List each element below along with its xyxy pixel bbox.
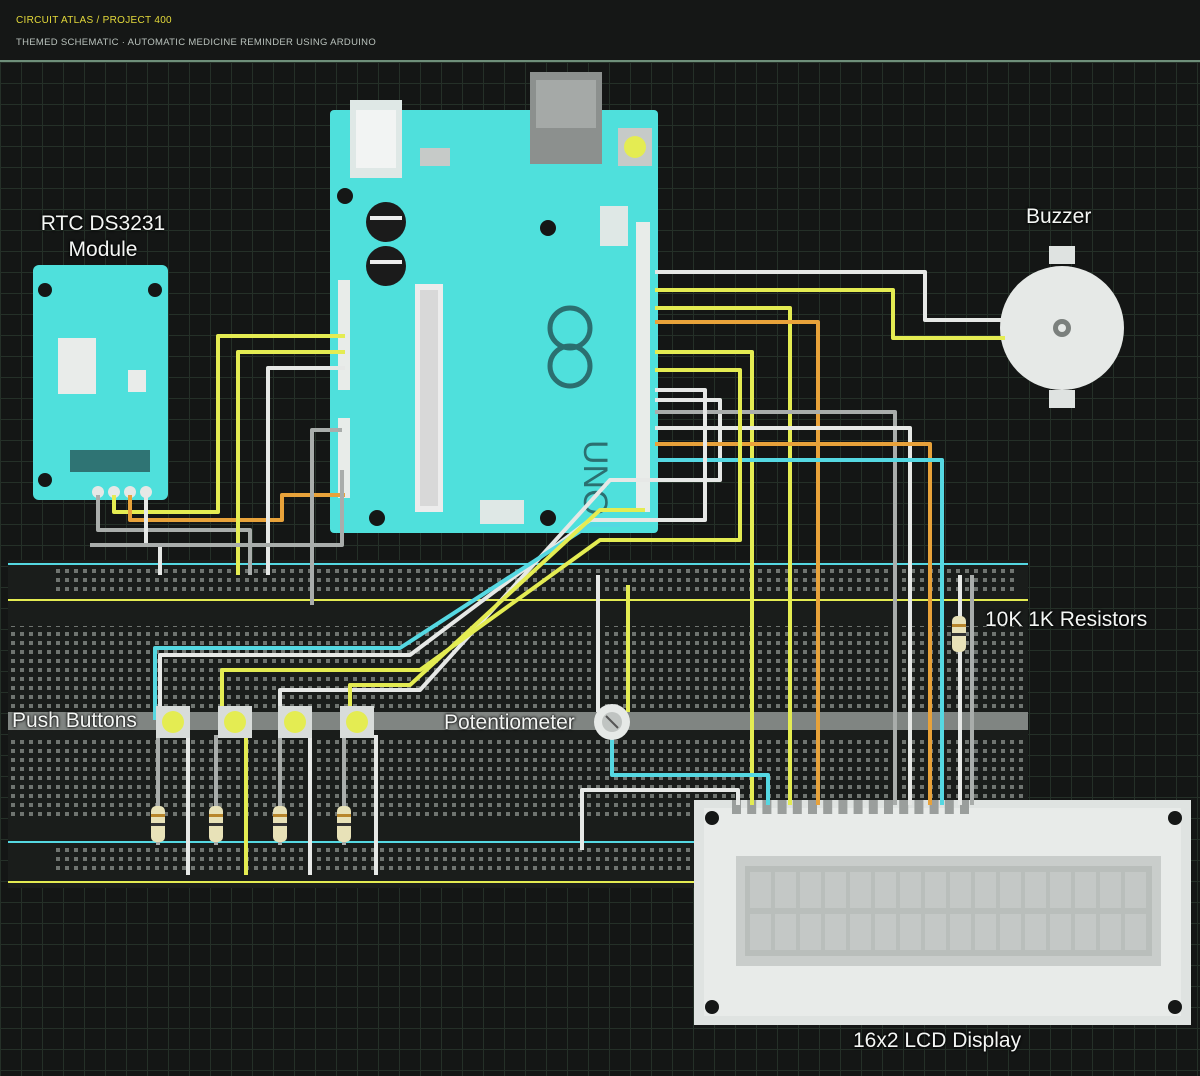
lcd-pin xyxy=(762,800,772,814)
lcd-cell xyxy=(1100,872,1121,908)
lcd-pin xyxy=(823,800,833,814)
lcd-cell xyxy=(925,872,946,908)
lcd-pin xyxy=(929,800,939,814)
lcd-cell xyxy=(925,914,946,950)
lcd-cell xyxy=(1100,914,1121,950)
lcd-cell xyxy=(775,914,796,950)
lcd-cell xyxy=(875,872,896,908)
wire-gnd-rtc xyxy=(90,470,344,547)
lcd-cell xyxy=(975,872,996,908)
wire-btn4 xyxy=(348,508,645,720)
lcd-cell xyxy=(1025,914,1046,950)
lcd-cell xyxy=(825,914,846,950)
lcd-cell xyxy=(950,872,971,908)
wire-lcd-vss xyxy=(580,788,740,850)
wire-rtc-5v xyxy=(236,350,345,575)
lcd-cell xyxy=(1050,914,1071,950)
lcd-cell xyxy=(750,914,771,950)
wire-rtc-vcc xyxy=(112,334,345,514)
lcd-cell xyxy=(950,914,971,950)
wire-lcd-d7 xyxy=(655,306,792,805)
push-buttons xyxy=(156,706,374,738)
lcd-pin xyxy=(960,800,969,814)
lcd-pin xyxy=(884,800,893,814)
lcd-pin xyxy=(868,800,878,814)
lcd-pin xyxy=(792,800,802,814)
lcd-pin xyxy=(914,800,924,814)
push-button-3 xyxy=(278,706,312,738)
potentiometer xyxy=(594,704,630,740)
page-subtitle: THEMED SCHEMATIC · AUTOMATIC MEDICINE RE… xyxy=(16,37,377,48)
wire-buzzer-neg xyxy=(655,270,1005,322)
buzzer-label: Buzzer xyxy=(1026,205,1092,228)
wires xyxy=(90,270,1005,875)
wire-lcd-d4 xyxy=(655,410,897,805)
resistors-label: 10K 1K Resistors xyxy=(985,608,1148,631)
rtc-label: RTC DS3231 Module xyxy=(28,212,178,262)
lcd-cell xyxy=(775,872,796,908)
potentiometer-label: Potentiometer xyxy=(444,711,575,734)
lcd-pin xyxy=(747,800,757,814)
wire-btn1 xyxy=(153,523,620,720)
lcd-cell xyxy=(1000,914,1021,950)
wire-btn2 xyxy=(220,368,742,720)
lcd-pin xyxy=(808,800,817,814)
push-button-2 xyxy=(218,706,252,738)
lcd-cell xyxy=(1125,872,1146,908)
lcd-header-pins xyxy=(732,800,969,814)
lcd-cell xyxy=(1125,914,1146,950)
lcd-cell xyxy=(900,872,921,908)
wire-lcd-d5 xyxy=(655,350,754,805)
lcd-cell xyxy=(850,872,871,908)
push-button-1 xyxy=(156,706,190,738)
lcd-label: 16x2 LCD Display xyxy=(853,1029,1022,1052)
lcd-pin xyxy=(944,800,954,814)
lcd-cell xyxy=(1025,872,1046,908)
button-resistors xyxy=(151,616,966,842)
lcd-cell xyxy=(825,872,846,908)
wire-rtc-sq xyxy=(266,366,345,575)
buzzer xyxy=(1000,246,1124,408)
lcd-cell xyxy=(1075,872,1096,908)
lcd-cell xyxy=(1075,914,1096,950)
lcd-pin xyxy=(777,800,787,814)
breadcrumb: CIRCUIT ATLAS / PROJECT 400 xyxy=(16,15,172,26)
wire-btn3 xyxy=(278,398,722,720)
lcd-character-grid xyxy=(750,872,1146,950)
wire-pot-wiper xyxy=(610,735,770,805)
lcd-cell xyxy=(875,914,896,950)
lcd-cell xyxy=(800,914,821,950)
lcd-cell xyxy=(850,914,871,950)
lcd-cell xyxy=(975,914,996,950)
wire-lcd-rs xyxy=(655,442,932,805)
wire-buzzer-pos xyxy=(655,288,1005,340)
header-bar: CIRCUIT ATLAS / PROJECT 400 THEMED SCHEM… xyxy=(0,0,1200,62)
lcd-pin xyxy=(899,800,909,814)
lcd-pin xyxy=(838,800,848,814)
lcd-pin xyxy=(732,800,741,814)
push-buttons-label: Push Buttons xyxy=(12,709,137,732)
wire-lcd-d6 xyxy=(655,320,820,805)
rtc-ds3231-module xyxy=(33,265,168,500)
lcd-cell xyxy=(750,872,771,908)
lcd-16x2-display xyxy=(694,800,1191,1025)
lcd-cell xyxy=(800,872,821,908)
arduino-uno-board: UNO xyxy=(330,72,658,533)
rtc-label-line2: Module xyxy=(68,238,138,261)
lcd-cell xyxy=(1050,872,1071,908)
wire-rtc-gnd xyxy=(96,495,252,575)
lcd-pin xyxy=(853,800,863,814)
lcd-cell xyxy=(900,914,921,950)
uno-logo-text: UNO xyxy=(576,440,614,516)
rtc-label-line1: RTC DS3231 xyxy=(40,212,166,235)
lcd-cell xyxy=(1000,872,1021,908)
wire-rtc-sda xyxy=(128,493,345,522)
wire-lcd-rw xyxy=(655,458,944,805)
push-button-4 xyxy=(340,706,374,738)
